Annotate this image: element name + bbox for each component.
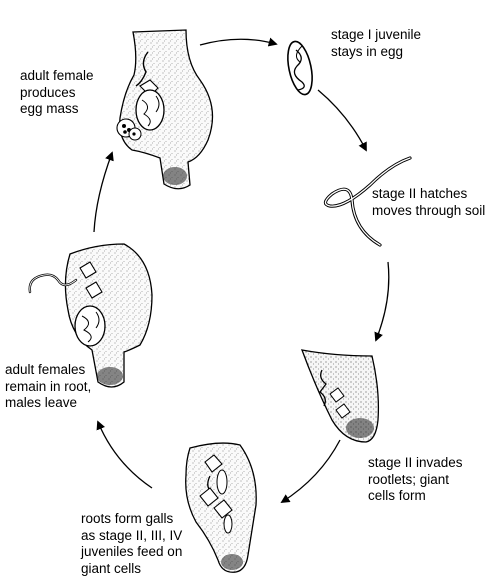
stage-two-juvenile-worm (323, 156, 412, 247)
label-adult-females-remain: adult females remain in root, males leav… (5, 362, 92, 410)
arrow-gall-to-egg (199, 37, 278, 47)
label-adult-female-egg-mass: adult female produces egg mass (20, 68, 94, 116)
label-stage-one-egg: stage I juvenile stays in egg (331, 27, 422, 59)
arrow-remain-to-eggmass (93, 151, 114, 233)
egg-stage-one (287, 40, 313, 96)
root-tip-invaded (300, 349, 380, 443)
gall-adult-female-egg-mass (116, 29, 214, 190)
arrow-gall-to-remain (96, 420, 153, 489)
label-roots-form-galls: roots form galls as stage II, III, IV ju… (81, 511, 183, 576)
label-stage-two-hatches: stage II hatches moves through soil (372, 186, 486, 218)
gall-adult-females-remain (28, 243, 153, 388)
label-stage-two-invades: stage II invades rootlets; giant cells f… (368, 455, 463, 503)
root-gall-juveniles (185, 442, 257, 573)
arrow-hatch-to-invade (374, 261, 390, 342)
arrow-invade-to-gall (280, 439, 341, 503)
cycle-arrows (93, 37, 390, 503)
arrow-egg-to-hatch (317, 89, 367, 152)
